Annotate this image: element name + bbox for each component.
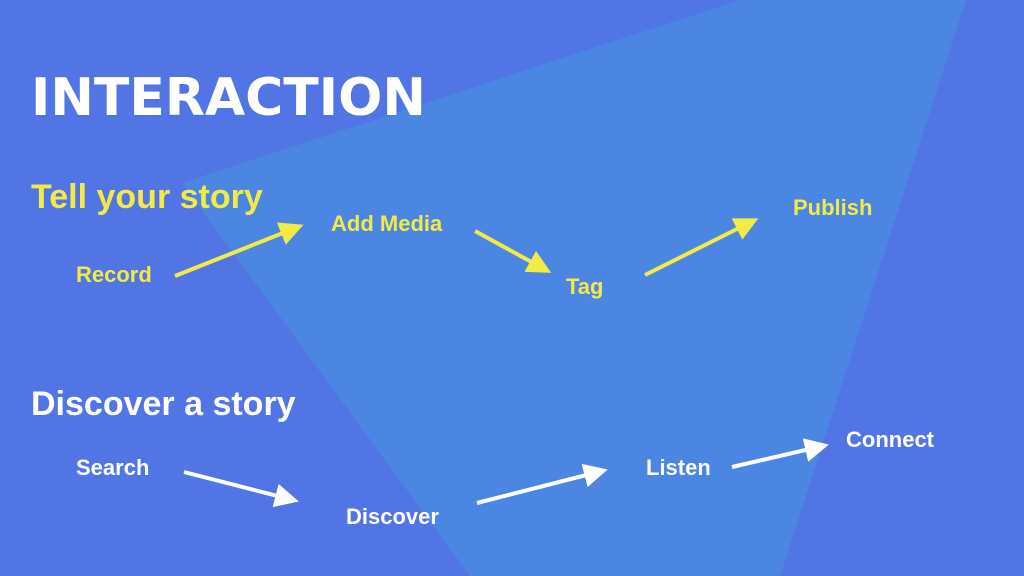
step-record: Record [76,262,152,287]
step-search: Search [76,455,150,480]
discover-story-heading: Discover a story [31,385,296,423]
step-listen: Listen [646,455,711,480]
light-beam-shape [182,0,966,576]
slide-title: INTERACTION [31,68,426,128]
step-tag: Tag [566,274,604,299]
step-publish: Publish [793,195,873,220]
tell-story-heading: Tell your story [31,178,263,216]
step-discover: Discover [346,504,439,529]
step-connect: Connect [846,427,934,452]
step-add-media: Add Media [331,211,443,236]
